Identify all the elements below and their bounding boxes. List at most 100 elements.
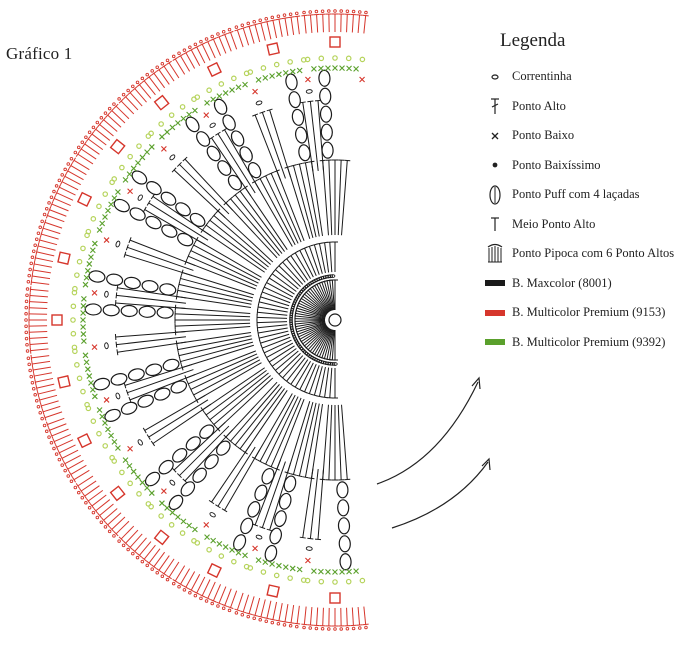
puff-stitch [216,440,231,456]
red-edge-stitch [180,568,191,585]
single-crochet-stitch [353,65,359,72]
green-chain [359,577,366,584]
red-edge-stitch [49,209,67,217]
red-picot [25,293,29,297]
red-picot [69,479,74,484]
red-picot [240,23,245,27]
stitch-top-bar [177,352,181,359]
single-crochet-stitch [192,107,198,114]
stitch-top-bar [259,110,266,114]
puff-stitch [319,105,333,123]
red-picot [57,178,62,183]
double-crochet-stitch [152,403,212,444]
stitch-top-bar [123,251,127,258]
double-crochet-stitch [115,302,186,309]
legend-item-popcorn: Ponto Pipoca com 6 Ponto Altos [482,239,696,269]
double-crochet-stitch [217,377,274,430]
stitch-top-bar [146,560,152,566]
red-edge-stitch [30,288,49,292]
red-picot [364,10,368,15]
double-crochet-stitch [116,336,186,346]
double-crochet-stitch [225,381,278,438]
double-crochet-stitch [182,272,254,296]
double-crochet-stitch [205,224,267,270]
red-picot [34,399,39,403]
single-crochet-stitch [91,344,98,350]
double-crochet-stitch [301,324,327,342]
double-crochet-stitch [259,178,296,246]
stitch-top-bar [177,53,184,58]
red-edge-stitch [37,245,56,251]
stitch-top-bar [50,432,54,439]
stitch-top-bar [75,151,80,157]
stitch-top-bar [259,526,266,530]
red-picot [80,496,85,500]
red-picot [288,12,293,16]
stitch-top-bar [292,385,299,390]
double-crochet-stitch [217,133,256,194]
stitch-top-bar [257,335,261,342]
red-edge-stitch [236,29,244,48]
single-crochet-stitch [332,569,338,575]
single-crochet-stitch [276,71,282,78]
single-crochet-stitch [135,159,141,166]
single-crochet-stitch [103,397,110,403]
stitch-top-bar [151,564,157,569]
double-crochet-stitch [196,239,262,278]
stitch-top-bar [118,98,124,104]
red-picot [38,410,42,415]
red-picot [24,312,28,316]
stitch-top-bar [30,279,33,286]
red-edge-stitch [309,14,313,33]
stitch-top-bar [188,588,195,592]
red-edge-stitch [163,65,175,82]
stitch-top-bar [35,385,38,392]
red-picot [34,237,39,241]
puff-stitch [153,387,171,401]
stitch-top-bar [34,254,37,261]
double-crochet-stitch [295,318,326,321]
stitch-top-bar [182,156,188,162]
red-picot [24,299,29,304]
stitch-top-bar [301,623,308,626]
red-edge-stitch [322,14,324,33]
red-picot [221,606,226,611]
stitch-top-bar [296,387,303,392]
red-edge-stitch [84,485,100,497]
single-crochet-stitch [89,386,96,393]
stitch-top-bar [29,347,32,354]
red-picot [29,261,33,266]
red-edge-stitch [260,22,266,41]
double-crochet-stitch [213,375,271,425]
red-picot [264,619,268,624]
red-edge-stitch [278,603,283,621]
chain-stitch [209,122,216,128]
stitch-top-bar [191,392,196,398]
single-crochet-stitch [83,274,90,281]
stitch-top-bar [30,354,33,361]
stitch-top-bar [171,167,177,173]
double-crochet-stitch [190,356,259,390]
single-crochet-stitch [84,267,91,274]
double-crochet-stitch [328,404,333,480]
stitch-top-bar [288,382,294,387]
puff-stitch [274,510,287,528]
red-edge-stitch [125,96,139,111]
stitch-top-bar [273,367,278,373]
red-edge-stitch [230,590,238,608]
double-crochet-stitch [175,326,251,333]
legend-item-half-double: Meio Ponto Alto [482,210,696,240]
puff-stitch [339,553,352,571]
double-crochet-stitch [257,311,288,316]
double-crochet-stitch [290,359,309,385]
double-crochet-stitch [262,291,291,304]
red-edge-stitch [309,607,313,626]
double-crochet-stitch [244,187,288,250]
puff-stitch [189,212,206,227]
stitch-top-bar [227,606,234,610]
direction-arrow-2 [391,461,489,529]
double-crochet-stitch [296,322,326,333]
stitch-top-bar [36,391,40,398]
red-picot [234,611,239,615]
